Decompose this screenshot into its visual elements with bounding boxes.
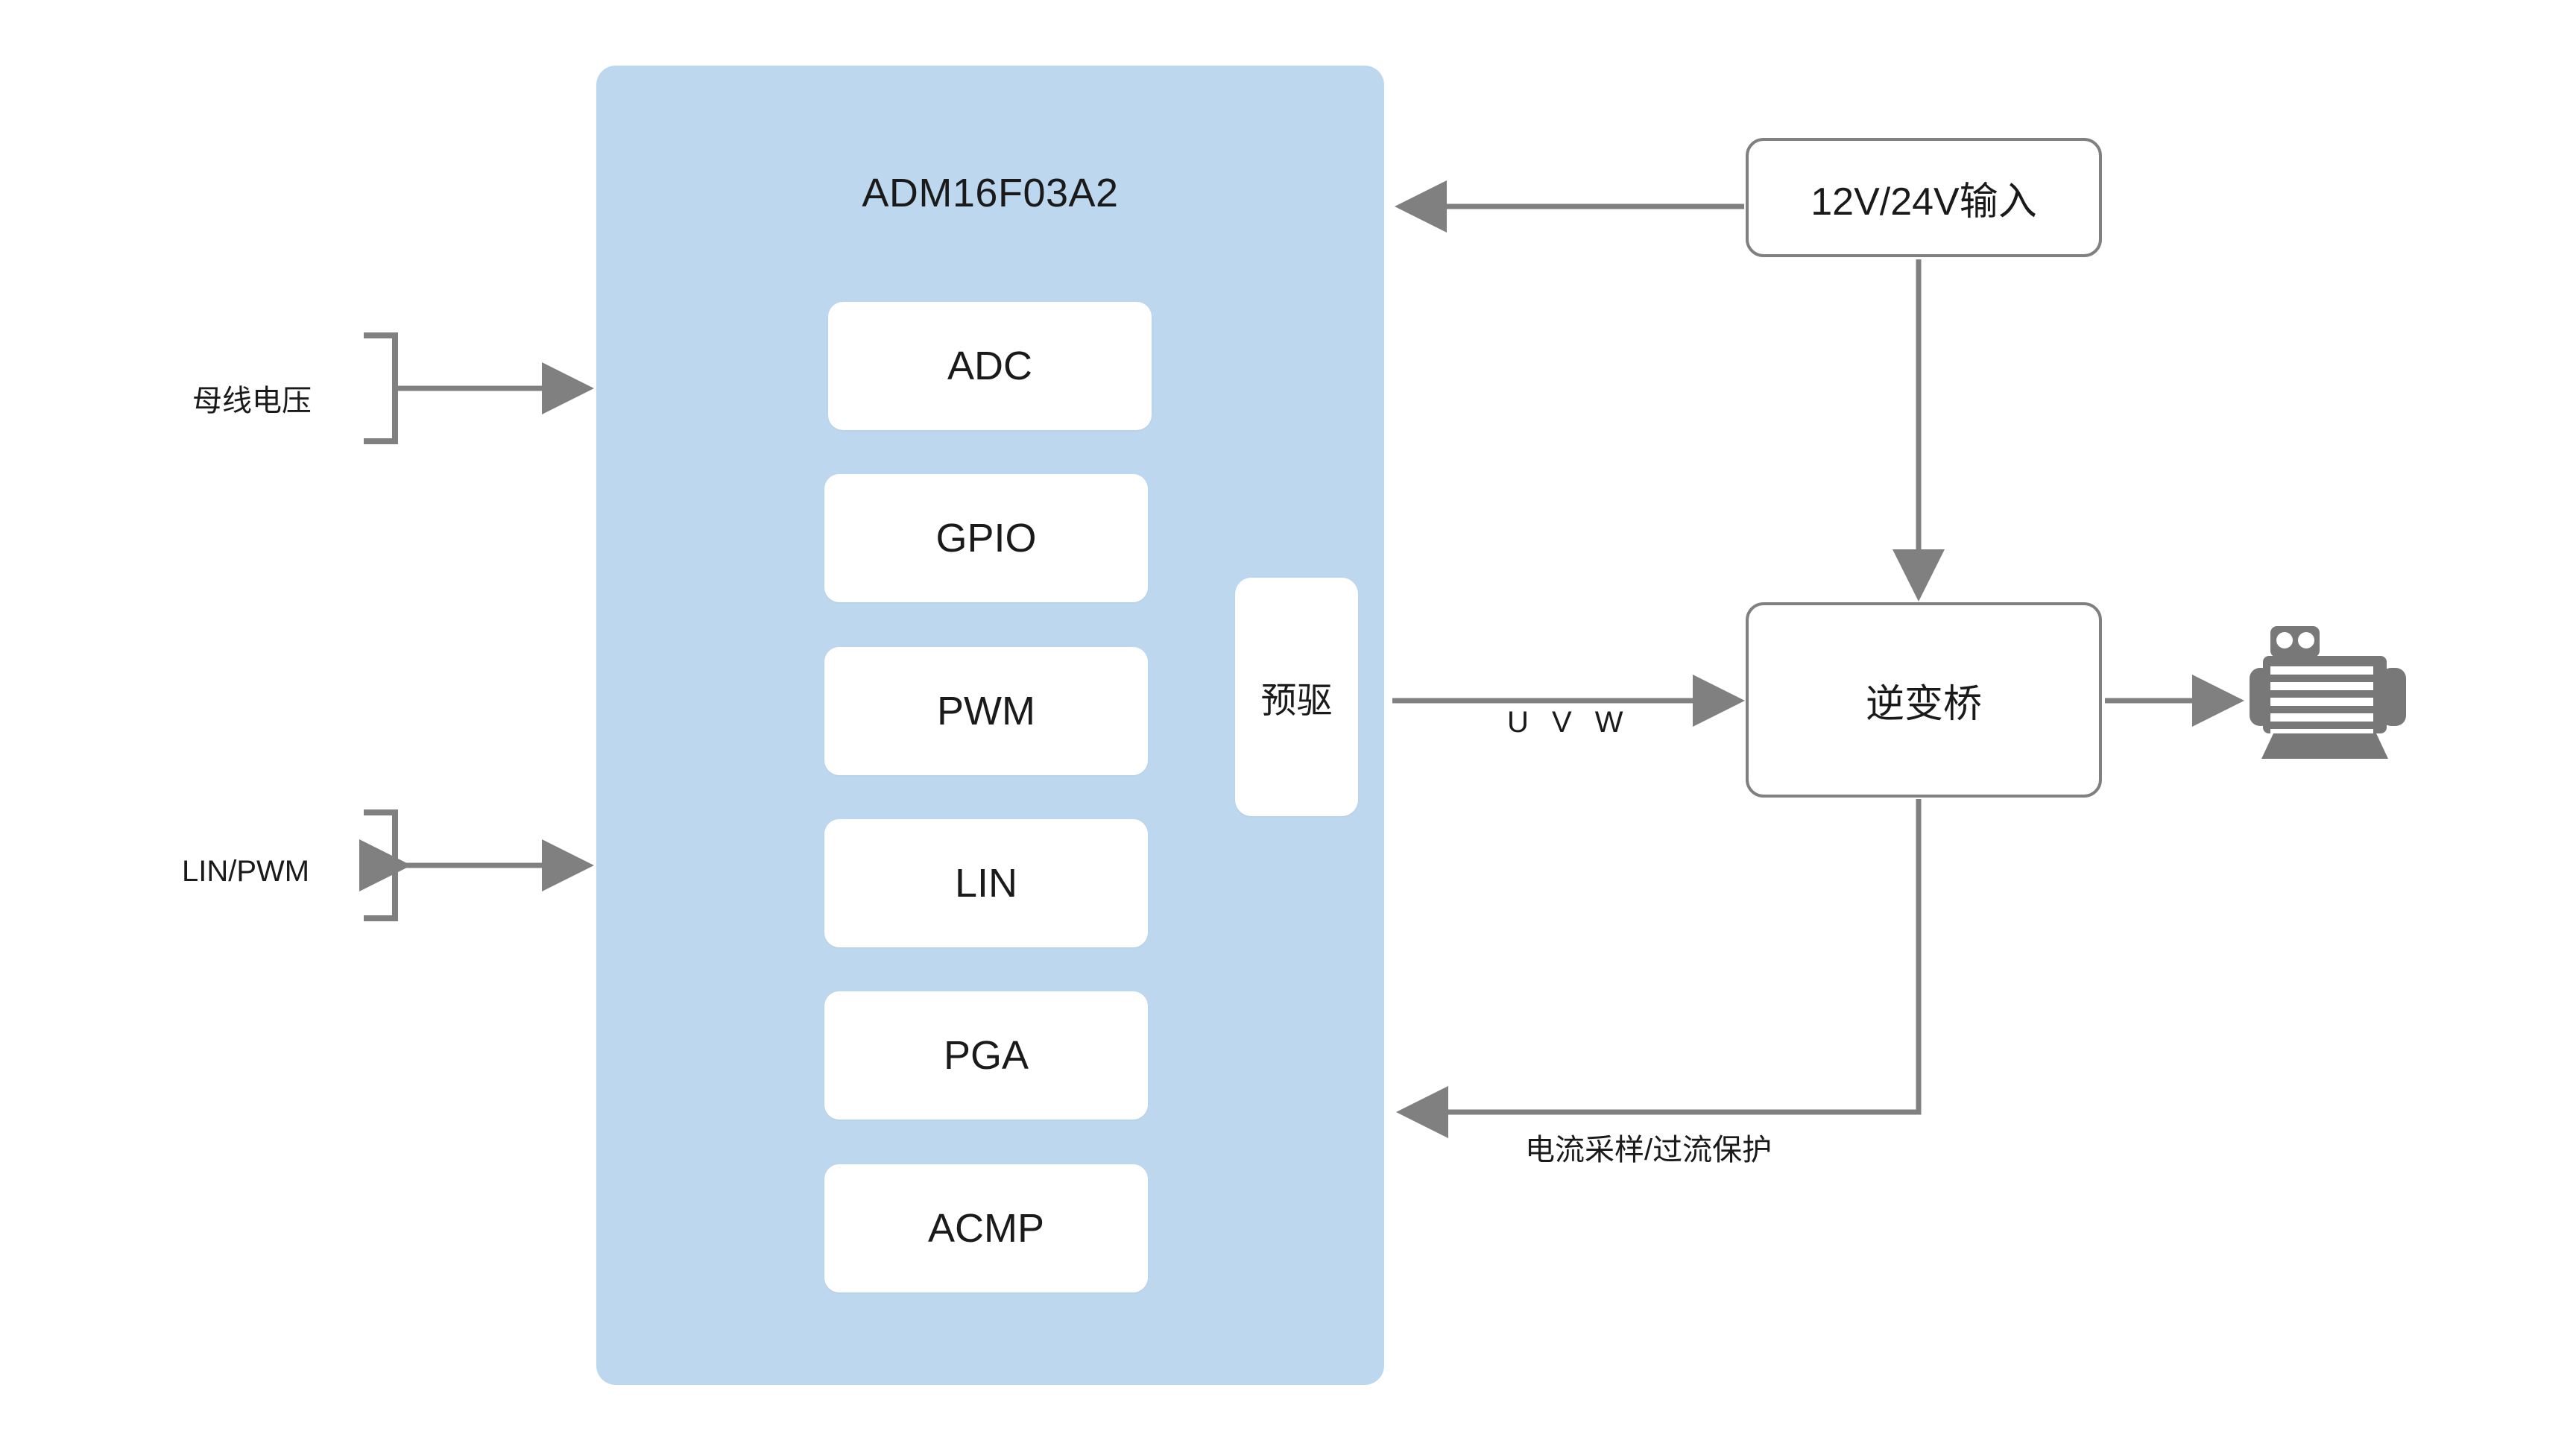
current-feedback-arrow (1396, 799, 1922, 1138)
block-gpio[interactable]: GPIO (824, 474, 1148, 602)
block-predriver[interactable]: 预驱 (1235, 578, 1358, 816)
label-bus-voltage: 母线电压 (192, 385, 312, 417)
label-current-feedback: 电流采样/过流保护 (1525, 1134, 1772, 1167)
box-inverter-bridge[interactable]: 逆变桥 (1746, 602, 2102, 798)
box-power-supply[interactable]: 12V/24V输入 (1746, 138, 2102, 257)
block-acmp[interactable]: ACMP (824, 1164, 1148, 1292)
block-adc[interactable]: ADC (828, 302, 1152, 430)
label-uvw: U V W (1507, 706, 1631, 739)
bus-voltage-bracket (364, 332, 398, 444)
lin-pwm-bracket (364, 809, 398, 921)
block-pwm[interactable]: PWM (824, 647, 1148, 775)
mcu-title: ADM16F03A2 (862, 171, 1119, 215)
label-lin-pwm: LIN/PWM (182, 855, 310, 888)
motor-icon (2250, 625, 2406, 760)
block-pga[interactable]: PGA (824, 991, 1148, 1120)
block-lin[interactable]: LIN (824, 819, 1148, 947)
